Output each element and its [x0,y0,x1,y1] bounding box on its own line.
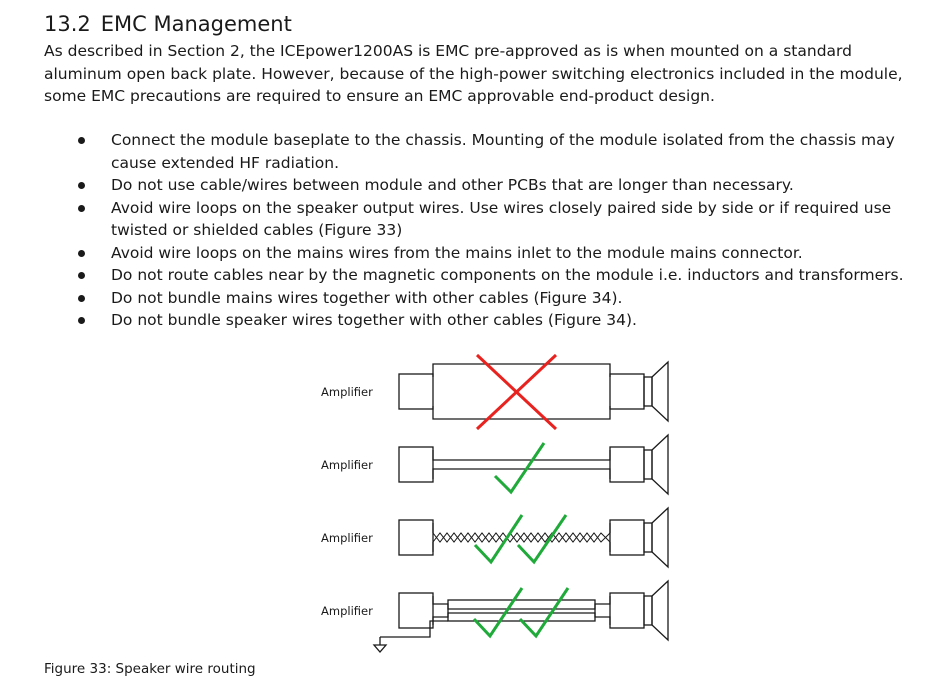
cable-shield [447,599,596,622]
list-item-text: Do not route cables near by the magnetic… [111,266,904,284]
wire [432,612,611,625]
speaker-terminal-box [609,592,645,629]
check-icon [473,514,524,565]
check-icon [493,442,546,495]
shield-ground-wire [380,620,448,638]
twisted-wire-row: Amplifier [321,506,669,569]
bullet-icon [78,272,85,279]
shielded-cable-row: Amplifier [321,579,669,653]
bullet-icon [78,294,85,302]
speaker-terminal-box [609,446,645,483]
ground-icon [372,644,388,653]
amplifier-label: Amplifier [321,458,373,472]
bullet-icon [78,249,85,257]
section-title: EMC Management [100,12,292,36]
list-item: Avoid wire loops on the mains wires from… [44,242,934,265]
speaker-terminal-box [609,373,645,410]
bullet-icon [78,137,85,144]
list-item: Do not use cable/wires between module an… [44,174,934,197]
check-icon [472,587,524,639]
section-heading: 13.2 EMC Management [44,12,292,36]
check-icon [516,514,568,565]
speaker-icon [643,579,669,642]
amplifier-box [398,592,434,629]
amplifier-label: Amplifier [321,531,373,545]
speaker-terminal-box [609,519,645,556]
wire [432,363,611,377]
list-item-text: Do not use cable/wires between module an… [111,176,794,194]
list-item: Avoid wire loops on the speaker output w… [44,197,934,242]
section-number: 13.2 [44,12,91,36]
amplifier-box [398,373,434,410]
list-item-text: Avoid wire loops on the speaker output w… [111,198,892,240]
list-item-text: Avoid wire loops on the mains wires from… [111,243,803,262]
emc-precautions-list: Connect the module baseplate to the chas… [44,129,934,332]
list-item: Connect the module baseplate to the chas… [44,129,934,174]
wire [432,450,611,461]
wire [432,596,611,610]
list-item-text: Connect the module baseplate to the chas… [111,131,895,172]
bullet-icon [78,182,85,189]
list-item: Do not route cables near by the magnetic… [44,264,934,287]
amplifier-box [398,446,434,483]
speaker-icon [643,433,669,496]
figure-caption: Figure 33: Speaker wire routing [44,661,256,677]
list-item-text: Do not bundle mains wires together with … [111,288,623,307]
list-item: Do not bundle mains wires together with … [44,287,934,310]
speaker-icon [643,506,669,569]
amplifier-box [398,519,434,556]
list-item-text: Do not bundle speaker wires together wit… [111,311,637,329]
cross-icon [475,353,558,431]
amplifier-label: Amplifier [321,385,373,399]
bullet-icon [78,317,85,324]
speaker-icon [643,360,669,423]
paired-wire-row: Amplifier [321,433,669,496]
twisted-wire [432,532,611,543]
list-item: Do not bundle speaker wires together wit… [44,309,934,332]
check-icon [518,587,570,639]
wire-loop-row: Amplifier [321,353,669,431]
bullet-icon [78,204,85,212]
amplifier-label: Amplifier [321,604,373,618]
speaker-wire-routing-figure: Amplifier Amplifier [321,353,669,653]
wire [432,406,611,420]
intro-paragraph: As described in Section 2, the ICEpower1… [44,42,903,105]
